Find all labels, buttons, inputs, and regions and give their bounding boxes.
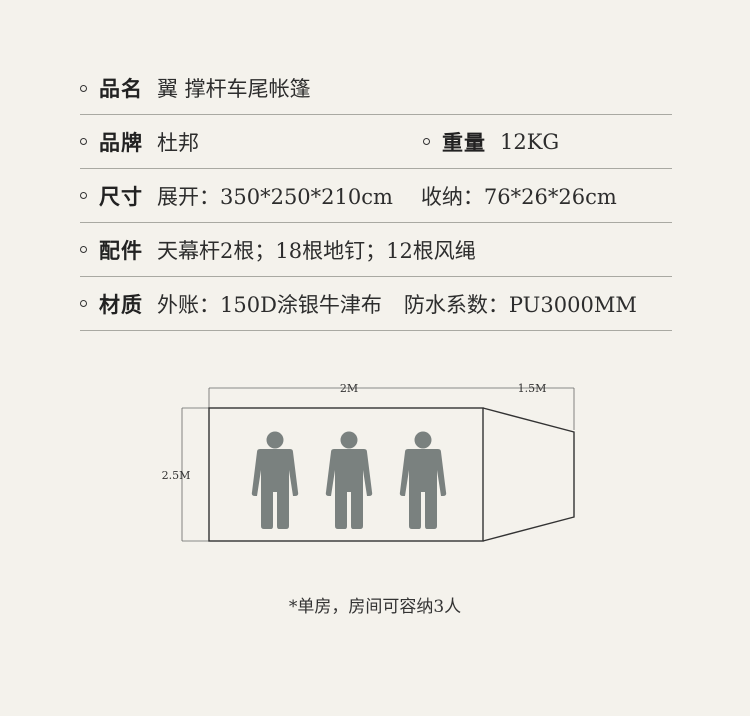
spec-value: 展开：350*250*210cm bbox=[157, 184, 393, 209]
dimension-width-annex: 1.5M bbox=[518, 382, 547, 395]
person-icon bbox=[399, 431, 447, 529]
spec-label: 品名 bbox=[99, 76, 143, 101]
diagram-caption: *单房，房间可容纳3人 bbox=[288, 597, 462, 617]
dimension-depth: 2.5M bbox=[162, 469, 191, 482]
spec-row-brand-weight: 品牌 杜邦 重量 12KG bbox=[80, 115, 672, 169]
spec-value: 12KG bbox=[500, 129, 560, 154]
bullet-icon bbox=[80, 138, 87, 145]
tent-outline bbox=[208, 407, 575, 542]
spec-row-accessories: 配件 天幕杆2根；18根地钉；12根风绳 bbox=[80, 223, 672, 277]
spec-value: 杜邦 bbox=[157, 130, 199, 155]
bullet-icon bbox=[423, 138, 430, 145]
spec-table: 品名 翼 撑杆车尾帐篷 品牌 杜邦 重量 12KG 尺寸 展开：350*250*… bbox=[80, 62, 672, 331]
person-icon bbox=[251, 431, 299, 529]
person-icons bbox=[251, 431, 447, 529]
spec-label: 配件 bbox=[99, 237, 143, 263]
bullet-icon bbox=[80, 246, 87, 253]
spec-value-secondary: 收纳：76*26*26cm bbox=[420, 184, 617, 209]
spec-value: 外账：150D涂银牛津布 bbox=[157, 292, 382, 317]
bullet-icon bbox=[80, 192, 87, 199]
bullet-icon bbox=[80, 300, 87, 307]
dimension-lines bbox=[181, 387, 575, 542]
spec-label: 品牌 bbox=[99, 129, 143, 155]
spec-value: 翼 撑杆车尾帐篷 bbox=[157, 77, 311, 101]
spec-label: 材质 bbox=[99, 291, 143, 317]
spec-value-secondary: 防水系数：PU3000MM bbox=[403, 292, 637, 317]
person-icon bbox=[325, 431, 373, 529]
spec-row-size: 尺寸 展开：350*250*210cm 收纳：76*26*26cm bbox=[80, 169, 672, 223]
dimension-width-main: 2M bbox=[340, 382, 358, 395]
spec-label: 重量 bbox=[442, 129, 486, 155]
bullet-icon bbox=[80, 84, 87, 92]
spec-row-name: 品名 翼 撑杆车尾帐篷 bbox=[80, 62, 672, 115]
spec-label: 尺寸 bbox=[99, 183, 143, 209]
spec-value: 天幕杆2根；18根地钉；12根风绳 bbox=[157, 238, 476, 263]
spec-row-material: 材质 外账：150D涂银牛津布 防水系数：PU3000MM bbox=[80, 277, 672, 331]
